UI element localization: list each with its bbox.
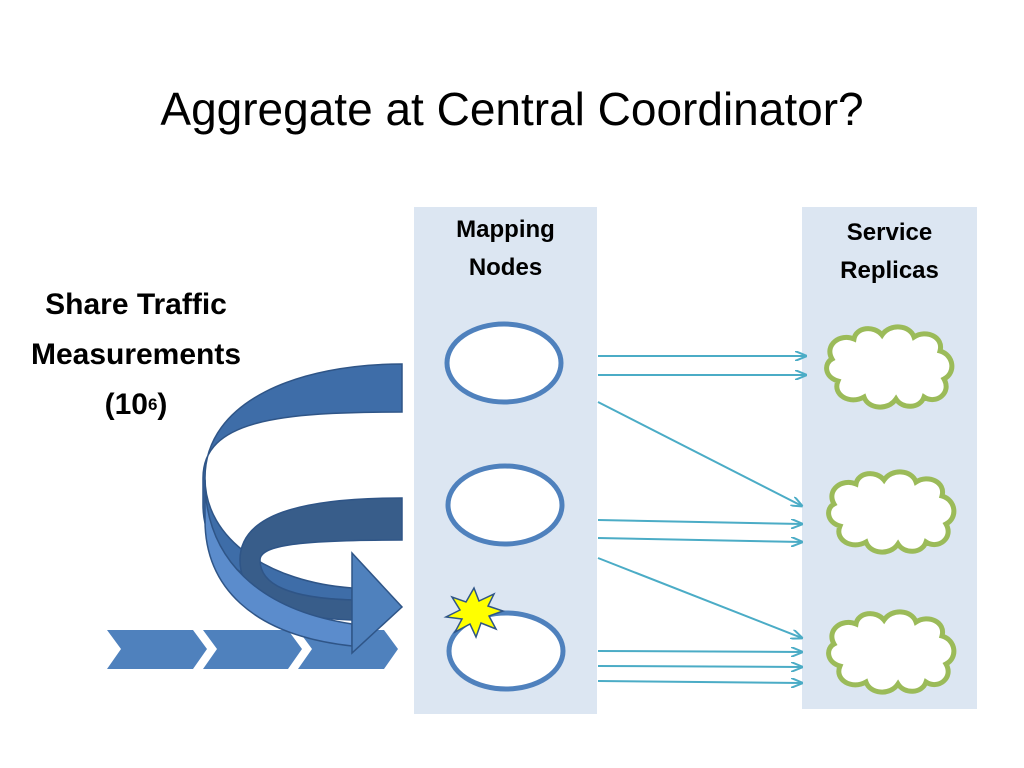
arrow-node2-replica3 bbox=[597, 557, 802, 638]
chevron-icon bbox=[107, 630, 207, 669]
arrow-node3-replica3-b bbox=[597, 666, 802, 667]
cloud-icon[interactable] bbox=[824, 324, 955, 410]
service-replicas-label: Service Replicas bbox=[802, 214, 977, 290]
traffic-label-line2: Measurements bbox=[30, 338, 242, 371]
arrow-node2-replica2-b bbox=[597, 538, 802, 542]
traffic-label-suffix: ) bbox=[157, 388, 168, 421]
traffic-measurements-label: Share Traffic Measurements (106) bbox=[0, 280, 272, 434]
curved-arrow-head bbox=[351, 551, 404, 655]
chevron-stream bbox=[107, 630, 398, 669]
traffic-label-line3: (106) bbox=[0, 380, 272, 434]
arrow-node3-replica3-c bbox=[597, 681, 802, 683]
curved-aggregation-arrow bbox=[202, 363, 404, 655]
mapping-nodes-label-line1: Mapping bbox=[456, 216, 555, 243]
cloud-icon[interactable] bbox=[826, 469, 957, 555]
mapping-nodes-label: Mapping Nodes bbox=[414, 211, 597, 287]
mapping-nodes-label-line2: Nodes bbox=[468, 254, 543, 281]
explosion-burst-icon bbox=[443, 586, 506, 639]
cloud-icon[interactable] bbox=[826, 609, 957, 695]
traffic-label-exponent: 6 bbox=[147, 395, 158, 414]
traffic-label-prefix: (10 bbox=[104, 388, 148, 421]
chevron-icon bbox=[203, 630, 302, 669]
arrow-node1-replica2 bbox=[597, 401, 802, 506]
mapping-node-1[interactable] bbox=[444, 321, 564, 405]
arrow-node3-replica3-a bbox=[597, 651, 802, 652]
connection-arrows bbox=[597, 356, 806, 683]
service-replicas-label-line1: Service bbox=[846, 219, 933, 246]
arrow-node2-replica2-a bbox=[597, 520, 802, 524]
mapping-nodes bbox=[444, 321, 566, 692]
slide-title: Aggregate at Central Coordinator? bbox=[160, 83, 864, 135]
service-replicas-label-line2: Replicas bbox=[840, 257, 939, 284]
mapping-node-2[interactable] bbox=[445, 463, 565, 547]
traffic-label-line1: Share Traffic bbox=[45, 288, 227, 321]
service-replicas bbox=[824, 324, 957, 695]
